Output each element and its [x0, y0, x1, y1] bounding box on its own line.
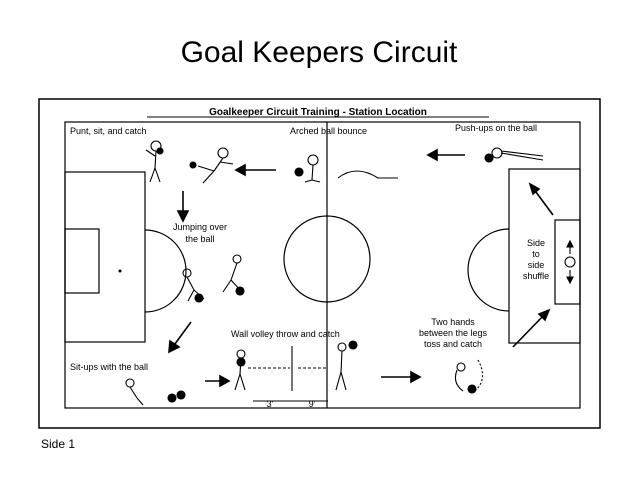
right-penalty-arc: [467, 228, 510, 312]
figure-shuffle: [564, 239, 576, 285]
figure-jumping: [182, 254, 245, 303]
arrow-wall-to-twohands: [381, 370, 422, 384]
station-label-shuffle-4: shuffle: [523, 271, 549, 281]
arrow-shuffle-to-pushups: [528, 182, 554, 216]
arrow-punt-to-jumping: [176, 191, 190, 223]
station-label-shuffle-3: side: [528, 260, 545, 270]
station-label-twohands-2: between the legs: [419, 328, 488, 338]
figure-pushups: [484, 147, 544, 163]
station-label-arched: Arched ball bounce: [290, 126, 367, 136]
arrow-pushups-to-arched: [426, 148, 465, 162]
station-label-wall-volley: Wall volley throw and catch: [231, 329, 340, 339]
arrow-twohands-to-shuffle: [512, 308, 551, 348]
arrow-arched-to-punt: [234, 163, 276, 177]
arrow-situps-to-wall: [205, 374, 231, 388]
side-caption: Side 1: [41, 437, 76, 451]
arrow-jumping-to-situps: [168, 321, 192, 354]
distance-label-left: 3': [267, 399, 274, 409]
right-goal-area: [554, 219, 581, 305]
station-label-jumping-2: the ball: [185, 234, 214, 244]
figure-wall-volley: [234, 340, 358, 402]
station-label-twohands-1: Two hands: [431, 317, 475, 327]
distance-label-right: 9': [309, 399, 316, 409]
station-label-pushups: Push-ups on the ball: [455, 123, 537, 133]
left-goal-area: [64, 228, 100, 294]
slide-title: Goal Keepers Circuit: [180, 36, 458, 69]
diagram-frame: [38, 98, 601, 429]
circuit-arrows: [168, 148, 554, 388]
left-penalty-spot: [118, 269, 122, 273]
figure-punt: [145, 140, 234, 184]
diagram-heading: Goalkeeper Circuit Training - Station Lo…: [209, 107, 427, 118]
station-label-shuffle-2: to: [532, 249, 540, 259]
figure-arched: [294, 154, 398, 183]
station-label-twohands-3: toss and catch: [424, 339, 482, 349]
station-label-shuffle-1: Side: [527, 238, 545, 248]
station-label-punt: Punt, sit, and catch: [70, 126, 147, 136]
figure-situps: [125, 378, 186, 406]
station-label-situps: Sit-ups with the ball: [70, 362, 148, 372]
left-penalty-arc: [144, 229, 187, 313]
circuit-diagram: Goalkeeper Circuit Training - Station Lo…: [38, 98, 601, 429]
figure-twohands: [454, 359, 484, 394]
station-label-jumping-1: Jumping over: [173, 222, 227, 232]
center-circle: [283, 215, 371, 303]
